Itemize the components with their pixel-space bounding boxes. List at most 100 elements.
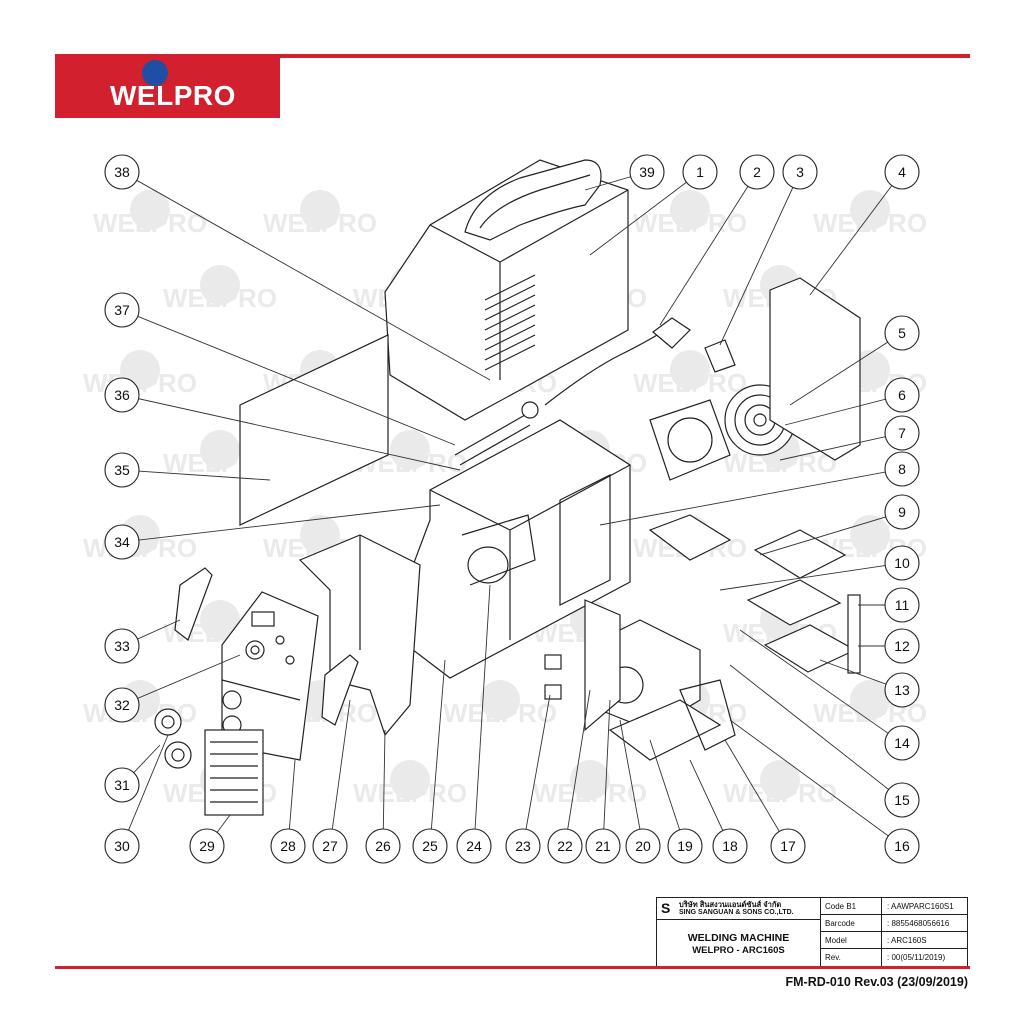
- callout-30: 30: [104, 828, 140, 864]
- callout-number: 23: [515, 838, 531, 854]
- callout-2: 2: [739, 154, 775, 190]
- svg-text:WELPRO: WELPRO: [533, 778, 647, 808]
- svg-text:WELPRO: WELPRO: [93, 208, 207, 238]
- callout-number: 17: [780, 838, 796, 854]
- callout-number: 22: [557, 838, 573, 854]
- watermark: WELPRO: [633, 350, 747, 398]
- callout-15: 15: [884, 782, 920, 818]
- callout-number: 27: [322, 838, 338, 854]
- callout-11: 11: [884, 587, 920, 623]
- leader-line-5: [789, 332, 903, 406]
- callout-number: 10: [894, 555, 910, 571]
- callout-number: 32: [114, 697, 130, 713]
- callout-number: 36: [114, 387, 130, 403]
- callout-34: 34: [104, 524, 140, 560]
- callout-number: 5: [898, 325, 906, 341]
- info-row-rev: Rev.: 00(05/11/2019): [821, 949, 968, 966]
- leader-line-35: [121, 469, 271, 481]
- leader-line-9: [759, 511, 903, 556]
- product-cell: WELDING MACHINE WELPRO - ARC160S: [657, 920, 821, 968]
- title-block: S บริษัท สินสงวนแอนด์ซันส์ จำกัด SING SA…: [656, 897, 968, 968]
- leader-line-15: [729, 664, 903, 801]
- watermark: WELPRO: [813, 190, 927, 238]
- leader-line-20: [619, 719, 644, 847]
- leader-line-37: [121, 309, 456, 446]
- leader-line-38: [121, 171, 491, 381]
- leader-line-32: [121, 654, 241, 706]
- callout-9: 9: [884, 494, 920, 530]
- callout-32: 32: [104, 687, 140, 723]
- callout-number: 28: [280, 838, 296, 854]
- callout-12: 12: [884, 628, 920, 664]
- info-row-model: Model: ARC160S: [821, 932, 968, 949]
- leader-line-24: [473, 584, 491, 847]
- form-code: FM-RD-010 Rev.03 (23/09/2019): [785, 975, 969, 989]
- info-row-barcode: Barcode: 8855468056616: [821, 915, 968, 932]
- callout-28: 28: [270, 828, 306, 864]
- callout-number: 4: [898, 164, 906, 180]
- callout-number: 11: [895, 597, 910, 613]
- leader-line-16: [729, 719, 903, 847]
- watermark: WELPRO: [83, 350, 197, 398]
- watermark: WELPRO: [353, 760, 467, 808]
- svg-text:WELPRO: WELPRO: [723, 778, 837, 808]
- callout-38: 38: [104, 154, 140, 190]
- machine-drawing: [154, 159, 861, 816]
- leader-line-14: [739, 629, 903, 744]
- callout-number: 26: [375, 838, 391, 854]
- leader-line-34: [121, 504, 441, 543]
- callout-number: 35: [114, 462, 130, 478]
- svg-text:WELPRO: WELPRO: [813, 208, 927, 238]
- callout-number: 37: [114, 302, 130, 318]
- callout-number: 21: [595, 838, 611, 854]
- brand-logo: [55, 56, 280, 118]
- callout-39: 39: [629, 154, 665, 190]
- callout-number: 39: [639, 164, 655, 180]
- leader-line-6: [784, 394, 903, 426]
- leader-line-27: [329, 699, 351, 847]
- callout-number: 8: [898, 461, 906, 477]
- callout-number: 20: [635, 838, 651, 854]
- callout-8: 8: [884, 451, 920, 487]
- watermark: WELPRO: [443, 680, 557, 728]
- callout-24: 24: [456, 828, 492, 864]
- leader-line-36: [121, 394, 461, 471]
- callout-25: 25: [412, 828, 448, 864]
- callout-31: 31: [104, 767, 140, 803]
- company-name-thai: บริษัท สินสงวนแอนด์ซันส์ จำกัด: [679, 900, 782, 909]
- leader-line-21: [602, 699, 611, 847]
- callout-number: 31: [114, 777, 130, 793]
- cover-vents: [484, 274, 536, 371]
- svg-text:WELPRO: WELPRO: [633, 368, 747, 398]
- callout-36: 36: [104, 377, 140, 413]
- svg-text:WELPRO: WELPRO: [723, 448, 837, 478]
- callout-21: 21: [585, 828, 621, 864]
- leader-line-4: [809, 171, 903, 296]
- callout-20: 20: [625, 828, 661, 864]
- callout-14: 14: [884, 725, 920, 761]
- callout-number: 14: [894, 735, 910, 751]
- leader-line-10: [719, 562, 903, 591]
- callout-26: 26: [365, 828, 401, 864]
- callout-number: 38: [114, 164, 130, 180]
- svg-text:WELPRO: WELPRO: [633, 208, 747, 238]
- callout-3: 3: [782, 154, 818, 190]
- footer-rule: [55, 966, 970, 969]
- star-icon: [142, 60, 168, 86]
- callout-number: 16: [894, 838, 910, 854]
- callout-6: 6: [884, 377, 920, 413]
- callout-number: 19: [677, 838, 693, 854]
- callout-number: 7: [898, 425, 906, 441]
- callout-number: 34: [114, 534, 130, 550]
- callout-27: 27: [312, 828, 348, 864]
- callout-1: 1: [682, 154, 718, 190]
- callout-23: 23: [505, 828, 541, 864]
- svg-text:WELPRO: WELPRO: [83, 533, 197, 563]
- callout-number: 15: [894, 792, 910, 808]
- callout-19: 19: [667, 828, 703, 864]
- callout-number: 25: [422, 838, 438, 854]
- callout-number: 9: [898, 504, 906, 520]
- callout-5: 5: [884, 315, 920, 351]
